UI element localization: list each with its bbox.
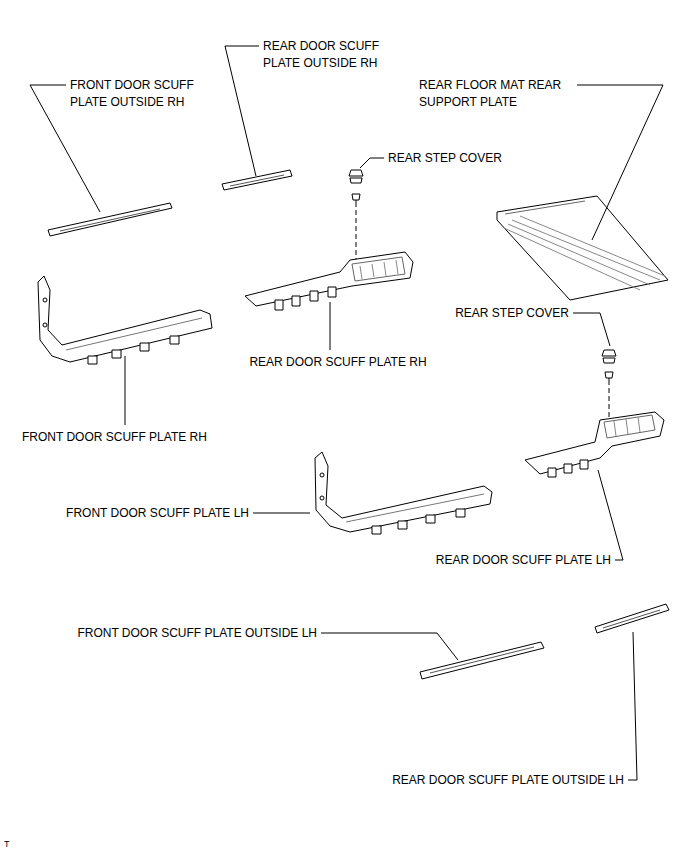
bolt-head bbox=[352, 194, 360, 200]
leader-line bbox=[253, 513, 310, 514]
rib bbox=[638, 417, 640, 432]
part-label: FRONT DOOR SCUFF PLATE RH bbox=[22, 429, 207, 446]
rear-outside-lh-plate bbox=[595, 604, 669, 633]
install-line bbox=[609, 388, 610, 418]
leader-line bbox=[125, 356, 126, 425]
part-label: REAR STEP COVER bbox=[455, 305, 569, 322]
clip bbox=[456, 509, 465, 517]
rib bbox=[508, 224, 650, 285]
bolt-head bbox=[605, 372, 613, 378]
step-cover bbox=[350, 178, 362, 183]
rear-outside-rh-plate bbox=[222, 170, 292, 190]
rib bbox=[614, 421, 616, 436]
front-door-scuff-plate-lh bbox=[315, 452, 492, 534]
clip bbox=[564, 464, 572, 473]
plate-edge bbox=[60, 209, 160, 231]
plate-strip bbox=[48, 203, 172, 236]
parts bbox=[38, 170, 669, 679]
part-label: REAR DOOR SCUFF PLATE LH bbox=[436, 552, 611, 569]
scuff-plate bbox=[245, 252, 413, 306]
rib bbox=[520, 216, 665, 276]
part-label: T bbox=[4, 838, 10, 850]
front-outside-lh-plate bbox=[420, 642, 544, 679]
clip-hole bbox=[320, 473, 324, 477]
rear-door-scuff-plate-lh bbox=[525, 412, 664, 477]
clip bbox=[170, 336, 179, 344]
step-pad bbox=[604, 415, 655, 438]
step-cover bbox=[603, 358, 615, 363]
part-label: REAR DOOR SCUFF PLATE OUTSIDE RH bbox=[263, 38, 403, 72]
leader-line bbox=[577, 85, 663, 240]
bolt-shank bbox=[356, 200, 357, 207]
part-label: FRONT DOOR SCUFF PLATE LH bbox=[66, 505, 249, 522]
front-door-scuff-plate-rh bbox=[38, 276, 212, 364]
clip bbox=[328, 287, 336, 297]
plate-strip bbox=[420, 642, 544, 679]
rib bbox=[396, 260, 398, 274]
rear-support-plate bbox=[497, 196, 668, 300]
clip-hole bbox=[43, 298, 47, 302]
rib bbox=[384, 262, 386, 276]
part-label: REAR STEP COVER bbox=[388, 150, 502, 167]
step-cover bbox=[602, 350, 616, 356]
bolt-shank bbox=[609, 378, 610, 385]
clip bbox=[112, 350, 121, 358]
part-label: REAR DOOR SCUFF PLATE RH bbox=[249, 354, 426, 371]
leader-lines bbox=[30, 46, 663, 780]
clip bbox=[548, 468, 556, 477]
plate-edge bbox=[430, 647, 534, 673]
leader-line bbox=[598, 470, 623, 560]
clip bbox=[398, 521, 407, 529]
clip bbox=[580, 460, 588, 469]
clip bbox=[292, 296, 300, 306]
part-label: FRONT DOOR SCUFF PLATE OUTSIDE RH bbox=[70, 77, 210, 111]
clip bbox=[310, 291, 318, 301]
scuff-plate bbox=[525, 412, 664, 474]
clip bbox=[275, 300, 283, 310]
plate-strip bbox=[222, 170, 292, 190]
plate-strip bbox=[595, 604, 669, 633]
front-outside-rh-plate bbox=[48, 203, 172, 236]
rear-step-cover-lower bbox=[602, 350, 616, 418]
scuff-plate bbox=[38, 276, 212, 362]
scuff-plate bbox=[315, 452, 492, 532]
plate-edge bbox=[230, 175, 284, 186]
sill-edge bbox=[346, 494, 484, 522]
part-label: REAR DOOR SCUFF PLATE OUTSIDE LH bbox=[392, 772, 624, 789]
clip-hole bbox=[320, 496, 324, 500]
support-plate bbox=[497, 196, 668, 300]
rear-step-cover-upper bbox=[349, 170, 363, 268]
leader-line bbox=[573, 313, 610, 346]
leader-line bbox=[360, 158, 384, 168]
leader-line bbox=[225, 46, 259, 176]
rib bbox=[505, 201, 585, 214]
leader-line bbox=[628, 632, 637, 780]
step-cover bbox=[349, 170, 363, 176]
plate-edge bbox=[603, 610, 660, 628]
step-pad bbox=[352, 257, 405, 281]
clip-hole bbox=[43, 323, 47, 327]
part-label: FRONT DOOR SCUFF PLATE OUTSIDE LH bbox=[77, 625, 317, 642]
clip bbox=[88, 356, 97, 364]
rear-door-scuff-plate-rh bbox=[245, 252, 413, 310]
rib bbox=[512, 220, 660, 280]
rib bbox=[360, 266, 362, 279]
rib bbox=[626, 419, 628, 434]
clip bbox=[140, 343, 149, 351]
clip bbox=[426, 515, 435, 523]
leader-line bbox=[330, 302, 331, 350]
leader-line bbox=[321, 633, 458, 660]
clip bbox=[372, 526, 381, 534]
rib bbox=[372, 264, 374, 277]
part-label: REAR FLOOR MAT REAR SUPPORT PLATE bbox=[419, 77, 574, 111]
sill-edge bbox=[66, 318, 202, 350]
